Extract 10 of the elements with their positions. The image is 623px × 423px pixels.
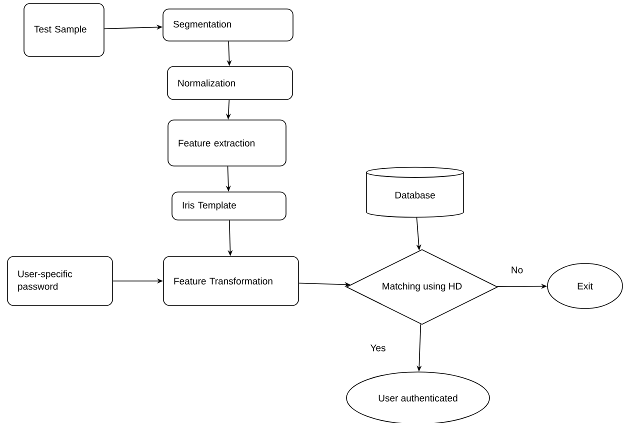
edge-label: No bbox=[510, 266, 524, 274]
input-box: User-specific password bbox=[7, 256, 113, 306]
edge-label: Yes bbox=[369, 344, 387, 352]
process-box: Iris Template bbox=[172, 192, 286, 220]
process-box: Normalization bbox=[167, 66, 293, 100]
process-box: Feature extraction bbox=[168, 120, 286, 166]
process-box: Segmentation bbox=[162, 8, 294, 42]
database-cylinder: Database bbox=[366, 166, 464, 218]
process-box: Feature Transformation bbox=[163, 256, 299, 306]
process-box: Test Sample bbox=[24, 3, 104, 57]
